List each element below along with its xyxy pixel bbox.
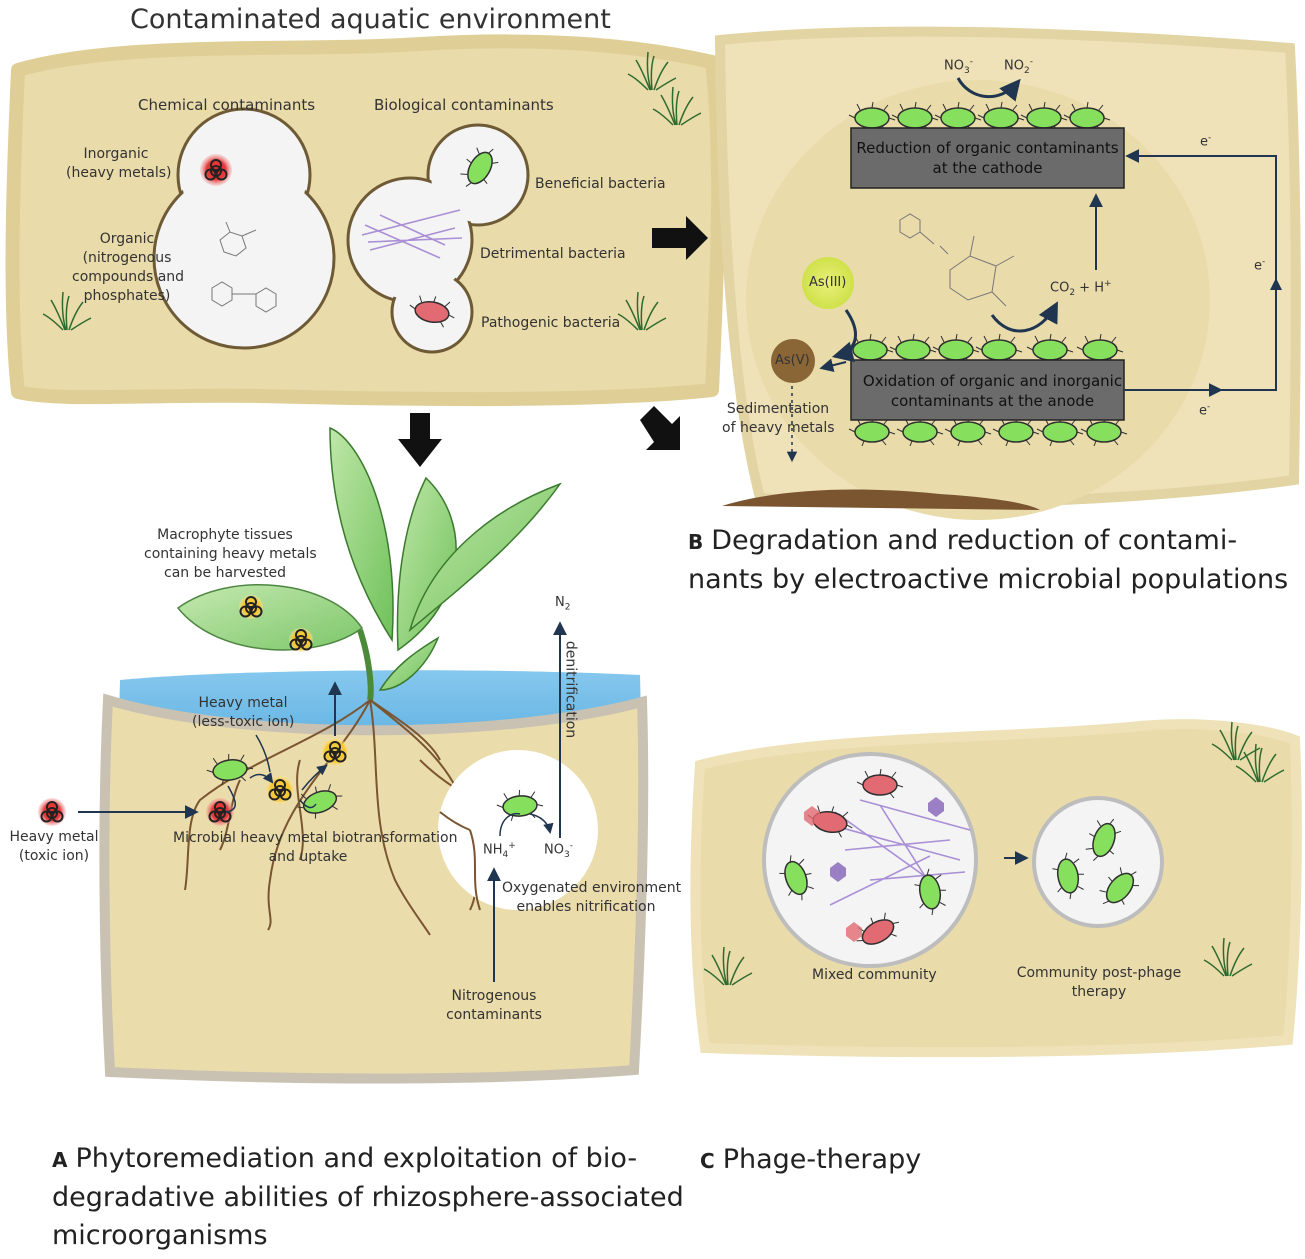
- as3-circle: [802, 257, 854, 309]
- arrow-right: [652, 216, 708, 260]
- n2-label: N2: [555, 595, 571, 613]
- beneficial-label: Beneficial bacteria: [535, 176, 666, 192]
- arrow-diag: [640, 406, 680, 450]
- as5-circle: [771, 339, 815, 383]
- post-phage-circle: [1032, 796, 1164, 928]
- nh4-label: NH4+: [483, 841, 516, 860]
- oxygenated-zone: [438, 750, 598, 910]
- electron-label-3: e-: [1199, 402, 1211, 419]
- inorganic-label: Inorganic(heavy metals): [66, 146, 172, 181]
- biological-contaminants-bubble: [346, 123, 530, 354]
- biological-heading: Biological contaminants: [374, 96, 554, 114]
- no3-label-a: NO3-: [544, 841, 573, 860]
- chemical-heading: Chemical contaminants: [138, 96, 316, 114]
- mixed-community-circle: [762, 752, 978, 968]
- chemical-contaminants-bubble: [152, 107, 336, 350]
- cathode-box: [850, 127, 1125, 189]
- mixed-community-label: Mixed community: [812, 967, 937, 983]
- detrimental-label: Detrimental bacteria: [480, 246, 626, 262]
- sediment-mound: [722, 489, 1040, 510]
- denitrification-label: denitrification: [562, 640, 579, 739]
- main-title: Contaminated aquatic environment: [130, 4, 611, 35]
- as3-label: As(III): [809, 275, 847, 290]
- electron-label-1: e-: [1200, 133, 1212, 150]
- as5-label: As(V): [775, 353, 810, 368]
- heavy-metal-toxic-label: Heavy metal(toxic ion): [9, 829, 99, 864]
- co2-label: CO2 + H+: [1050, 279, 1112, 298]
- pathogenic-label: Pathogenic bacteria: [481, 315, 621, 331]
- plant-leaves: [176, 426, 563, 701]
- electron-label-2: e-: [1254, 257, 1266, 274]
- no3-label-b: NO3-: [944, 57, 973, 76]
- heavy-metal-less-toxic-label: Heavy metal(less-toxic ion): [192, 695, 295, 730]
- no2-label-b: NO2-: [1004, 57, 1033, 76]
- arrow-down: [398, 413, 442, 467]
- anode-box: [850, 359, 1125, 421]
